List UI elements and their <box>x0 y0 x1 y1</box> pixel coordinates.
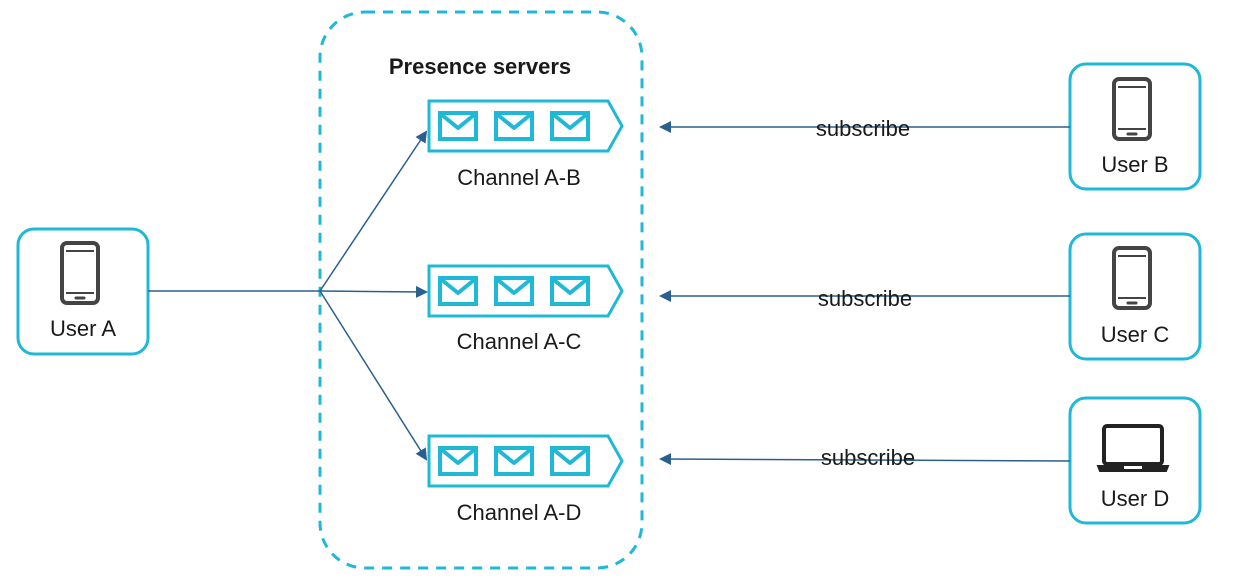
smartphone-icon <box>1112 246 1152 310</box>
edge-label-subscribe-b: subscribe <box>816 116 910 141</box>
channel-a-d: Channel A-D <box>427 434 624 525</box>
group-title: Presence servers <box>389 54 571 79</box>
edge-user-a-to-channel-a-c <box>319 285 428 298</box>
channel-a-c-label: Channel A-C <box>457 329 582 354</box>
edge-label-subscribe-c: subscribe <box>818 286 912 311</box>
message-queue-icon <box>427 264 624 318</box>
edge-user-a-to-channel-a-d <box>319 290 428 461</box>
edge-user-a-to-channel-a-b <box>319 130 428 292</box>
edge-user-d-subscribe <box>659 453 1071 466</box>
smartphone-icon <box>60 241 100 305</box>
user-b-label: User B <box>1101 152 1168 177</box>
message-queue-icon <box>427 434 624 488</box>
user-a-node: User A <box>16 227 150 356</box>
user-a-label: User A <box>50 316 116 341</box>
channel-a-c: Channel A-C <box>427 264 624 354</box>
channel-a-b-label: Channel A-B <box>457 165 581 190</box>
user-c-node: User C <box>1068 232 1202 361</box>
laptop-icon <box>1096 424 1170 472</box>
smartphone-icon <box>1112 77 1152 141</box>
user-d-node: User D <box>1068 396 1202 525</box>
user-c-label: User C <box>1101 322 1170 347</box>
message-queue-icon <box>427 99 624 153</box>
edge-label-subscribe-d: subscribe <box>821 445 915 470</box>
channel-a-d-label: Channel A-D <box>457 500 582 525</box>
user-d-label: User D <box>1101 486 1169 511</box>
user-b-node: User B <box>1068 62 1202 191</box>
channel-a-b: Channel A-B <box>427 99 624 190</box>
